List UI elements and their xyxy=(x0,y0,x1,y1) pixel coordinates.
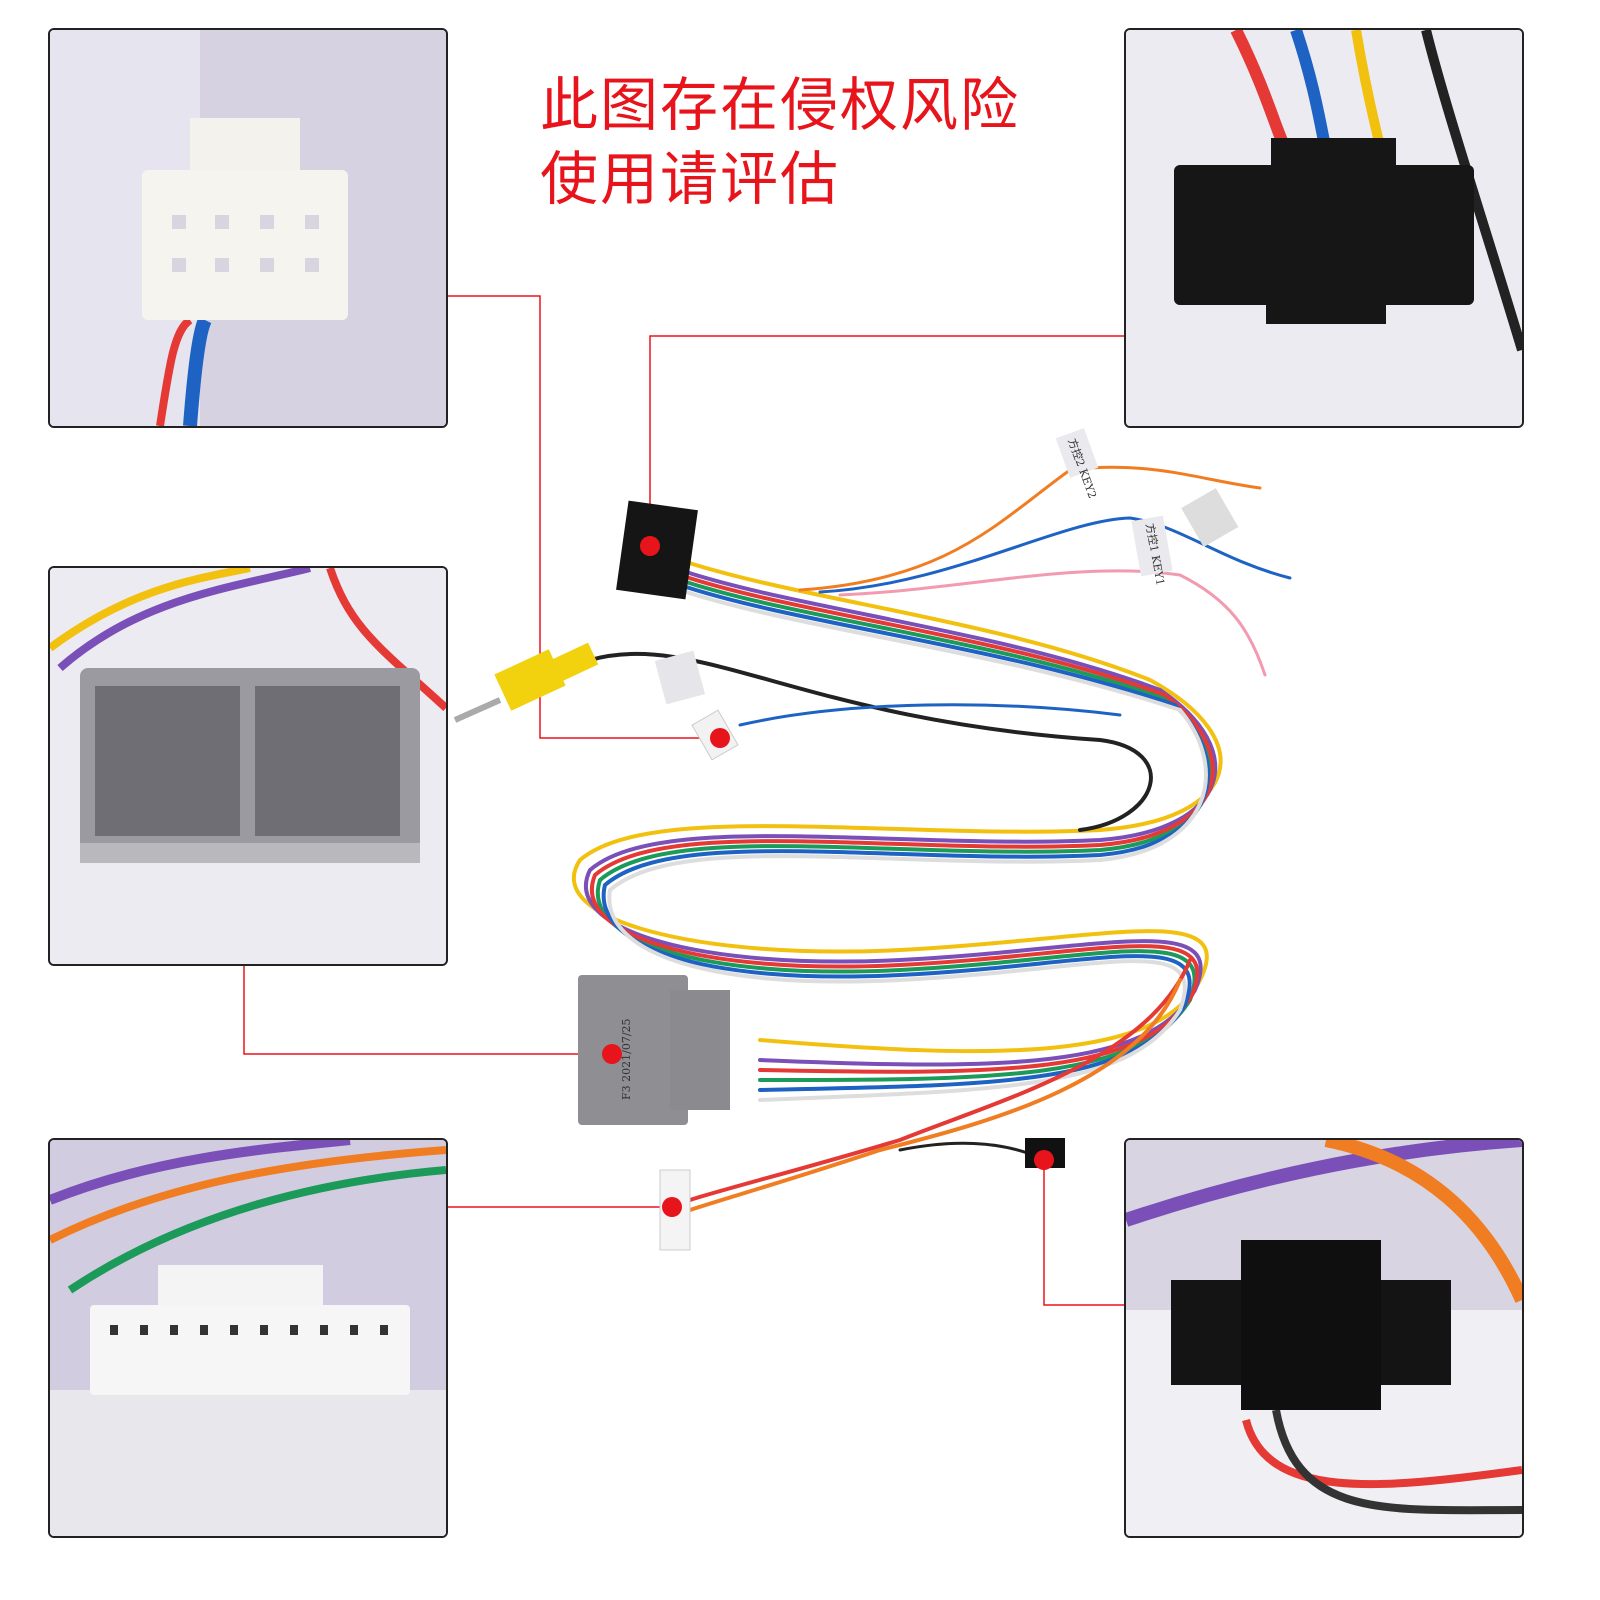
detail-white-6pin-connector xyxy=(48,28,448,428)
date-label: F3 2021/07/25 xyxy=(620,1018,633,1100)
detail-grey-dual-connector xyxy=(48,566,448,966)
wire-bundle xyxy=(571,465,1292,1212)
callout-lines xyxy=(243,295,1124,1306)
grey-connector: F3 2021/07/25 xyxy=(578,975,730,1125)
rca-plug xyxy=(453,642,599,723)
detail-black-iso-connector xyxy=(1124,28,1524,428)
small-connectors xyxy=(659,709,1065,1251)
warning-line-1: 此图存在侵权风险 xyxy=(540,71,1021,139)
detail-black-2pin-connector xyxy=(1124,1138,1524,1538)
detail-white-24pin-connector xyxy=(48,1138,448,1538)
key-tags: 方控2 KEY2 方控1 KEY1 xyxy=(654,428,1239,705)
warning-line-2: 使用请评估 xyxy=(540,145,841,213)
callout-dots xyxy=(602,536,1054,1217)
warning-text: 此图存在侵权风险 使用请评估 xyxy=(540,68,1020,216)
